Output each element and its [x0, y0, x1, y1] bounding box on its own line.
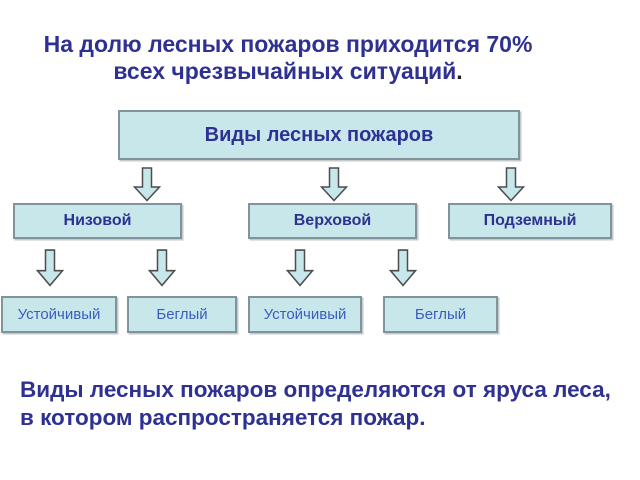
leaf-ustoychivy-2: Устойчивый — [248, 296, 362, 333]
title-period: . — [456, 58, 463, 84]
title-line1: На долю лесных пожаров приходится 70% — [43, 31, 533, 57]
node-label: Низовой — [63, 212, 132, 229]
node-label: Подземный — [483, 212, 577, 229]
leaf-begly-1: Беглый — [127, 296, 237, 333]
node-nizovoy: Низовой — [13, 203, 182, 239]
leaf-label: Устойчивый — [263, 306, 347, 323]
node-podzemny: Подземный — [448, 203, 612, 239]
root-node-fire-types: Виды лесных пожаров — [118, 110, 520, 160]
leaf-label: Устойчивый — [17, 306, 101, 323]
leaf-ustoychivy-1: Устойчивый — [1, 296, 117, 333]
footer-note: Виды лесных пожаров определяются от ярус… — [20, 377, 611, 430]
node-label: Верховой — [293, 212, 372, 229]
leaf-begly-2: Беглый — [383, 296, 498, 333]
arrow-down-icon — [36, 249, 64, 287]
leaf-label: Беглый — [414, 306, 467, 323]
title-line2: всех чрезвычайных ситуаций — [113, 58, 457, 84]
arrow-down-icon — [286, 249, 314, 287]
arrow-down-icon — [133, 167, 161, 202]
arrow-down-icon — [320, 167, 348, 202]
arrow-down-icon — [497, 167, 525, 202]
leaf-label: Беглый — [156, 306, 208, 323]
node-verkhovoy: Верховой — [248, 203, 417, 239]
slide-title: На долю лесных пожаров приходится 70% вс… — [0, 31, 576, 85]
root-node-label: Виды лесных пожаров — [204, 123, 434, 146]
arrow-down-icon — [148, 249, 176, 287]
arrow-down-icon — [389, 249, 417, 287]
